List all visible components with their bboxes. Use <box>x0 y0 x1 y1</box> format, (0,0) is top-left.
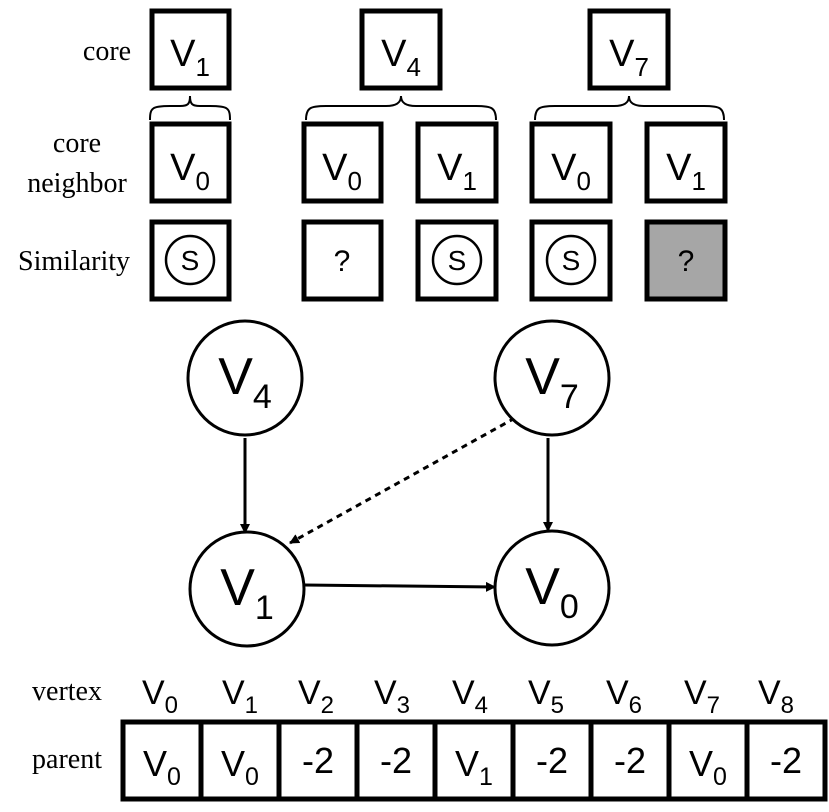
neighbor-box-3-2: V1 <box>644 121 728 204</box>
neighbor-label-3-1: V0 <box>551 147 591 196</box>
parent-value: -2 <box>380 740 412 781</box>
row-label-core-neighbor-line1: core <box>53 128 101 159</box>
parent-value: V0 <box>143 743 181 791</box>
parent-value: V1 <box>455 743 493 791</box>
vertex-label: V0 <box>142 674 178 719</box>
brace-group-2 <box>305 95 497 121</box>
neighbor-label-2-2: V1 <box>437 147 477 196</box>
core-label-3: V7 <box>609 33 649 82</box>
parent-cell <box>198 719 282 802</box>
vertex-label: V3 <box>374 674 410 719</box>
core-label-2: V4 <box>381 33 421 82</box>
similarity-box-2-2: S <box>415 219 499 302</box>
vertex-label: V5 <box>528 674 564 719</box>
parent-cell <box>510 719 594 802</box>
row-label-similarity: Similarity <box>18 246 130 277</box>
similarity-box-3-1: S <box>529 219 613 302</box>
parent-value: V0 <box>689 743 727 791</box>
parent-value: -2 <box>614 740 646 781</box>
vertex-label: V7 <box>684 674 720 719</box>
similarity-label-2-2: S <box>448 245 467 276</box>
row-label-core: core <box>83 36 131 67</box>
parent-value: -2 <box>302 740 334 781</box>
neighbor-box-2-2: V1 <box>415 121 499 204</box>
graph-node-v0: V0 <box>493 529 611 647</box>
vertex-row: V0 V1 V2 V3 V4 V5 V6 V7 V8 <box>142 674 794 719</box>
parent-value: V0 <box>221 743 259 791</box>
core-box-group-3: V7 <box>587 8 671 91</box>
similarity-box-2-1: ? <box>301 219 384 302</box>
similarity-label-3-1: S <box>562 245 581 276</box>
similarity-label-2-1: ? <box>334 245 351 278</box>
similarity-label-1-1: S <box>181 245 200 276</box>
graph-node-label-v0: V0 <box>525 558 579 626</box>
brace-group-3 <box>534 95 725 121</box>
row-label-core-neighbor-line2: neighbor <box>27 168 127 199</box>
neighbor-box-2-1: V0 <box>301 121 384 204</box>
similarity-circle <box>545 234 597 286</box>
parent-cell <box>432 719 516 802</box>
neighbor-label-3-2: V1 <box>666 147 706 196</box>
core-box-group-2: V4 <box>359 8 443 91</box>
similarity-label-3-2: ? <box>678 245 695 278</box>
core-box-group-1: V1 <box>149 8 232 91</box>
parent-cell <box>354 719 438 802</box>
vertex-label: V2 <box>298 674 334 719</box>
graph-node-v1: V1 <box>188 530 306 648</box>
similarity-box-3-2: ? <box>644 219 728 302</box>
parent-value: -2 <box>536 740 568 781</box>
core-label-1: V1 <box>170 33 210 82</box>
similarity-circle <box>431 234 483 286</box>
graph-node-v4: V4 <box>186 319 304 437</box>
brace-group-1 <box>149 95 231 121</box>
parent-value: -2 <box>770 740 802 781</box>
vertex-label: V8 <box>758 674 794 719</box>
neighbor-label-1-1: V0 <box>170 147 210 196</box>
vertex-label: V6 <box>606 674 642 719</box>
graph-node-label-v1: V1 <box>220 559 274 627</box>
edge-v1-to-v0 <box>303 581 496 592</box>
neighbor-label-2-1: V0 <box>322 147 362 196</box>
similarity-box-1-1: S <box>149 219 232 302</box>
parent-array: V0 V0 -2 -2 V1 -2 -2 V0 -2 <box>120 719 828 802</box>
vertex-label: V1 <box>222 674 258 719</box>
parent-cell <box>666 719 750 802</box>
graph-node-v7: V7 <box>493 319 611 437</box>
row-label-parent: parent <box>32 744 102 775</box>
row-label-vertex: vertex <box>32 676 102 707</box>
graph-node-label-v7: V7 <box>525 348 579 416</box>
edge-v7-to-v1-dashed <box>289 416 516 545</box>
graph-node-label-v4: V4 <box>218 348 272 416</box>
neighbor-box-1-1: V0 <box>149 121 232 204</box>
neighbor-box-3-1: V0 <box>529 121 613 204</box>
parent-cell <box>744 719 828 802</box>
vertex-label: V4 <box>452 674 488 719</box>
similarity-circle <box>164 234 216 286</box>
